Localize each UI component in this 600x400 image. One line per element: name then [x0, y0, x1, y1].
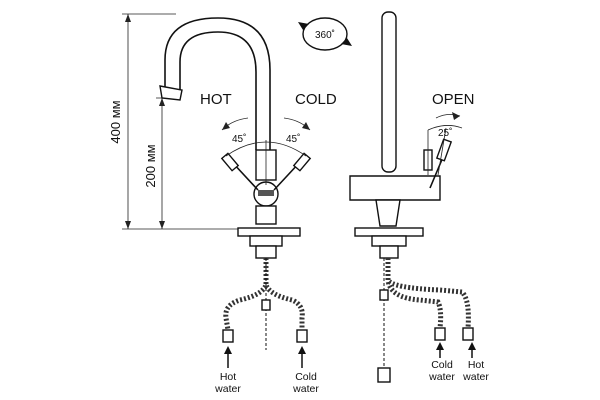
side-hoses [377, 258, 474, 383]
side-hose-2-line2: water [462, 371, 489, 383]
side-view-faucet [349, 11, 463, 259]
front-view-faucet [159, 17, 312, 259]
rotation-icon [298, 17, 352, 51]
cold-label: COLD [295, 91, 337, 108]
side-arrows [436, 342, 476, 358]
dimension-400: 400 мм [108, 13, 240, 230]
front-hose-2-line2: water [292, 383, 319, 395]
front-hose-2-line1: Cold [295, 371, 317, 383]
angle-right-label: 45˚ [286, 133, 300, 145]
front-hoses [222, 258, 308, 350]
side-hose-1-line1: Cold [431, 359, 453, 371]
dimension-200-label: 200 мм [143, 144, 158, 187]
rotation-label: 360˚ [315, 29, 335, 41]
hot-label: HOT [200, 91, 232, 108]
front-hose-1-line1: Hot [220, 371, 236, 383]
front-hose-1-line2: water [214, 383, 241, 395]
side-hose-1-line2: water [428, 371, 455, 383]
dimension-400-label: 400 мм [108, 100, 123, 143]
angle-left-label: 45˚ [232, 133, 246, 145]
angle-side-label: 25˚ [438, 127, 452, 139]
side-hose-2-line1: Hot [468, 359, 484, 371]
front-arrows [224, 346, 306, 368]
dimension-200: 200 мм [143, 97, 176, 229]
open-label: OPEN [432, 91, 475, 108]
